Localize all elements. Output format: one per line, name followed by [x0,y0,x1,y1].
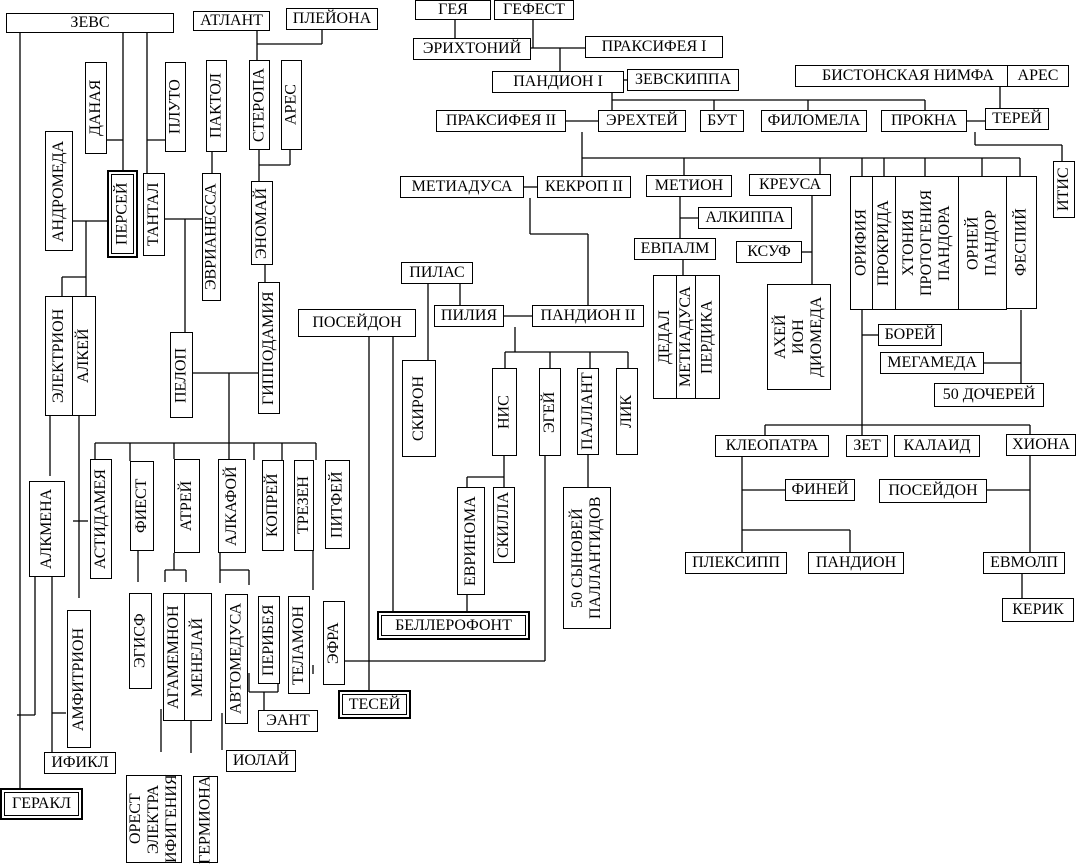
node-kerik: КЕРИК [1002,598,1074,622]
node-atlant: АТЛАНТ [193,11,270,31]
node-skiron: СКИРОН [402,360,436,457]
node-pitfey: ПИТФЕЙ [325,460,350,549]
node-alkey: АЛКЕЙ [72,296,96,416]
node-paktol: ПАКТОЛ [206,60,227,152]
node-finey: ФИНЕЙ [785,479,855,501]
node-fespiy: ФЕСПИЙ [1006,176,1037,309]
node-iolay: ИОЛАЙ [226,750,296,772]
node-andromeda: АНДРОМЕДА [45,131,73,251]
node-electrion: ЭЛЕКТРИОН [45,296,73,416]
node-ksuf: КСУФ [736,241,802,263]
node-erichtoniy: ЭРИХТОНИЙ [413,38,531,60]
node-bellerophont: БЕЛЛЕРОФОНТ [377,611,530,640]
node-achey-ion-diomeda: АХЕЙ ИОН ДИОМЕДА [767,284,831,390]
node-geya: ГЕЯ [415,0,491,20]
node-gefest: ГЕФЕСТ [494,0,574,20]
node-gerakl: ГЕРАКЛ [0,788,83,820]
node-ifikl: ИФИКЛ [44,752,116,774]
node-alkmena: АЛКМЕНА [29,481,65,577]
node-efra: ЭФРА [323,601,345,685]
node-pandion: ПАНДИОН [808,552,904,574]
node-egey: ЭГЕЙ [539,368,561,456]
node-kleopatra: КЛЕОПАТРА [715,435,829,457]
node-atrey: АТРЕЙ [174,459,200,553]
node-50-pallantids: 50 СЫНОВЕЙ ПАЛЛАНТИДОВ [563,487,611,629]
node-pallant: ПАЛЛАНТ [577,368,599,455]
node-persey: ПЕРСЕЙ [107,170,138,258]
node-pelop: ПЕЛОП [170,332,193,418]
node-metiadusa: МЕТИАДУСА [400,176,524,198]
node-pluto: ПЛУТО [165,62,186,152]
node-itis: ИТИС [1053,161,1075,218]
node-hiona: ХИОНА [1006,434,1076,456]
node-enomai: ЭНОМАЙ [251,181,273,265]
node-orest-elektra-ifigenia: ОРЕСТ ЭЛЕКТРА ИФИГЕНИЯ [126,774,182,864]
node-tantal: ТАНТАЛ [143,173,165,256]
node-poseidon-2: ПОСЕЙДОН [879,479,987,503]
node-kalaid: КАЛАИД [894,435,980,457]
node-menelay: МЕНЕЛАЙ [184,593,212,721]
node-nis: НИС [492,368,517,456]
node-koprey: КОПРЕЙ [262,460,284,551]
node-praxithea-1: ПРАКСИФЕЯ I [585,36,723,58]
node-metiadusa-2: МЕТИАДУСА [676,275,696,399]
node-evpalm: ЕВПАЛМ [634,238,716,260]
node-poseidon: ПОСЕЙДОН [298,309,416,337]
node-orney-pandor: ОРНЕЙ ПАНДОР [958,176,1007,310]
node-avtomedusa: АВТОМЕДУСА [225,594,248,724]
node-evrianessa: ЭВРИАНЕССА [202,173,221,301]
node-kreusa: КРЕУСА [749,174,831,196]
node-metion: МЕТИОН [646,175,732,197]
node-ares: АРЕС [281,60,302,150]
node-prokrida: ПРОКРИДА [872,176,896,310]
node-pandion-2: ПАНДИОН II [532,305,644,327]
node-danaya: ДАНАЯ [85,62,107,154]
node-chtonia-protogenia-pandora: ХТОНИЯ ПРОТОГЕНИЯ ПАНДОРА [895,176,959,310]
node-skilla: СКИЛЛА [493,487,515,563]
node-zeus: ЗЕВС [6,13,174,33]
node-zet: ЗЕТ [846,435,888,457]
node-hippodamia: ГИППОДАМИЯ [258,282,280,414]
node-prokna: ПРОКНА [881,110,967,132]
node-sterope: СТЕРОПА [249,60,270,150]
node-alkippa: АЛКИППА [698,207,792,229]
node-fiest: ФИЕСТ [130,461,154,551]
node-zeuxippe: ЗЕВСКИППА [627,69,739,91]
node-piliya: ПИЛИЯ [434,305,504,327]
node-orifia: ОРИФИЯ [850,176,873,310]
node-erechtey: ЭРЕХТЕЙ [598,110,686,132]
node-germiona: ГЕРМИОНА [193,775,218,864]
node-agamemnon: АГАМЕМНОН [163,593,185,721]
node-ares-top: АРЕС [1007,65,1069,87]
node-trezen: ТРЕЗЕН [294,460,314,551]
node-filomela: ФИЛОМЕЛА [761,110,867,132]
node-eant: ЭАНТ [258,710,318,732]
node-but: БУТ [700,110,744,132]
node-kekrop-2: КЕКРОП II [537,176,631,198]
node-peribeya: ПЕРИБЕЯ [258,596,280,684]
node-pleiona: ПЛЕЙОНА [286,8,378,30]
node-tesey: ТЕСЕЙ [338,690,411,719]
node-alkafoy: АЛКАФОЙ [218,459,246,553]
node-borey: БОРЕЙ [878,324,942,346]
node-evmolp: ЕВМОЛП [983,552,1065,574]
node-dedal: ДЕДАЛ [653,275,677,399]
node-megameda: МЕГАМЕДА [880,352,984,374]
node-lik: ЛИК [616,368,638,455]
node-bistonian-nymph: БИСТОНСКАЯ НИМФА [795,65,1021,87]
node-praxithea-2: ПРАКСИФЕЯ II [436,110,566,132]
node-evrinoma: ЕВРИНОМА [457,487,485,595]
node-pandion-1: ПАНДИОН I [492,71,624,93]
node-perdika: ПЕРДИКА [695,275,720,399]
node-amfitrion: АМФИТРИОН [67,610,91,748]
node-pleksipp: ПЛЕКСИПП [685,552,787,574]
node-terey: ТЕРЕЙ [985,108,1049,130]
node-pilas: ПИЛАС [401,262,473,284]
node-egisf: ЭГИСФ [129,593,152,689]
node-telamon: ТЕЛАМОН [288,596,310,694]
node-astidameya: АСТИДАМЕЯ [90,459,112,579]
node-50-daughters: 50 ДОЧЕРЕЙ [934,383,1044,407]
